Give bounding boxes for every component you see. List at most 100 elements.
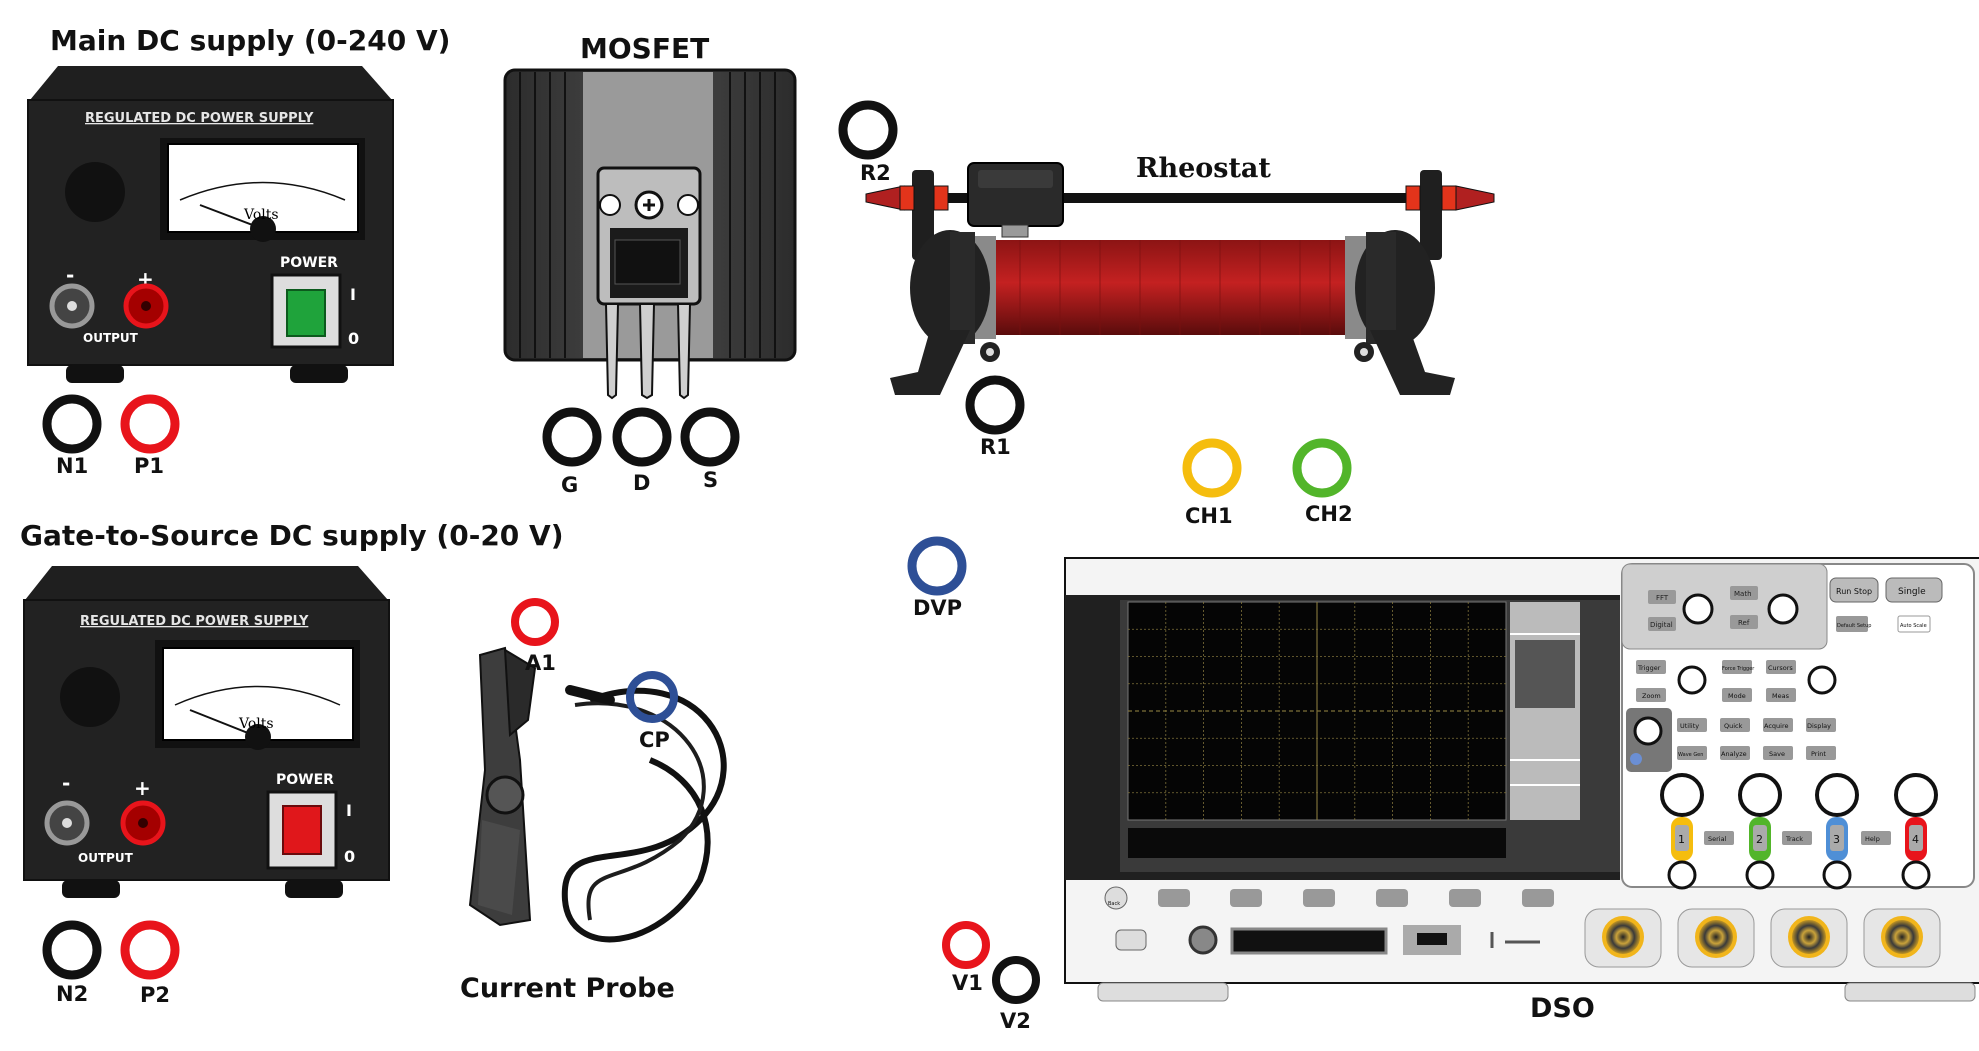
vertical-scale-knob-ch2[interactable] <box>1738 773 1782 817</box>
channel-number-ch4: 4 <box>1912 833 1919 846</box>
voltage-knob[interactable] <box>60 667 120 727</box>
softkeys: Back <box>1104 886 1554 910</box>
mode-button[interactable] <box>1722 688 1752 702</box>
help-label: Help <box>1865 835 1880 843</box>
digital-button[interactable] <box>1648 617 1676 631</box>
svg-text:P1: P1 <box>134 454 164 478</box>
math-button[interactable] <box>1730 586 1758 600</box>
bnc-input-ch4[interactable] <box>1881 916 1923 958</box>
terminal-V2[interactable]: V2 <box>992 956 1040 1033</box>
svg-text:R2: R2 <box>860 161 891 185</box>
back-button[interactable] <box>1104 886 1128 910</box>
softkey-4[interactable] <box>1376 889 1408 907</box>
svg-text:Meas: Meas <box>1772 692 1790 700</box>
cursors-button[interactable] <box>1766 660 1796 674</box>
vertical-position-knob-ch1[interactable] <box>1667 860 1697 890</box>
terminal-CP[interactable]: CP <box>626 671 678 752</box>
acquire-button[interactable] <box>1763 718 1793 732</box>
svg-text:Ref: Ref <box>1738 619 1750 627</box>
voltage-knob[interactable] <box>65 162 125 222</box>
terminal-R1[interactable]: R1 <box>965 375 1025 459</box>
terminal-S[interactable]: S <box>680 407 740 492</box>
terminal-P1[interactable]: P1 <box>120 394 180 478</box>
dso-title: DSO <box>1530 993 1595 1024</box>
default-setup-button[interactable] <box>1836 616 1868 632</box>
zoom-button[interactable] <box>1636 688 1666 702</box>
quick-button[interactable] <box>1720 718 1750 732</box>
vertical-position-knob-ch2[interactable] <box>1745 860 1775 890</box>
svg-text:R1: R1 <box>980 435 1011 459</box>
terminal-D[interactable]: D <box>612 407 672 495</box>
terminal-CH2[interactable]: CH2 <box>1292 438 1353 526</box>
vertical-scale-knob-ch1[interactable] <box>1660 773 1704 817</box>
softkey-5[interactable] <box>1449 889 1481 907</box>
bnc-input-ch3[interactable] <box>1788 916 1830 958</box>
gate-supply-title: Gate-to-Source DC supply (0-20 V) <box>20 519 564 552</box>
trigger-level-knob[interactable] <box>1677 665 1707 695</box>
wave-gen-button[interactable] <box>1677 746 1707 760</box>
svg-text:Auto Scale: Auto Scale <box>1900 623 1927 629</box>
utility-button[interactable] <box>1677 718 1707 732</box>
force-trigger-button[interactable] <box>1722 660 1752 674</box>
save-button[interactable] <box>1763 746 1793 760</box>
help-button[interactable] <box>1861 831 1891 845</box>
svg-text:N1: N1 <box>56 454 88 478</box>
auto-scale-button[interactable] <box>1897 615 1931 633</box>
ref-button[interactable] <box>1730 615 1758 629</box>
vertical-position-knob-ch3[interactable] <box>1822 860 1852 890</box>
single-button[interactable] <box>1885 577 1943 603</box>
terminal-N2[interactable]: N2 <box>42 920 102 1006</box>
svg-text:Print: Print <box>1811 750 1826 758</box>
vertical-scale-knob-ch3[interactable] <box>1815 773 1859 817</box>
switch-on-label: I <box>350 285 356 304</box>
terminal-R2[interactable]: R2 <box>838 100 898 185</box>
print-button[interactable] <box>1806 746 1836 760</box>
svg-text:CP: CP <box>639 728 670 752</box>
power-label: POWER <box>276 772 334 788</box>
svg-text:G: G <box>561 473 578 497</box>
entry-knob[interactable] <box>1633 716 1663 746</box>
power-button[interactable] <box>1115 929 1147 951</box>
terminal-G[interactable]: G <box>542 407 602 497</box>
softkey-1[interactable] <box>1158 889 1190 907</box>
analyze-button[interactable] <box>1720 746 1750 760</box>
meas-button[interactable] <box>1766 688 1796 702</box>
softkey-3[interactable] <box>1303 889 1335 907</box>
softkey-2[interactable] <box>1230 889 1262 907</box>
softkey-6[interactable] <box>1522 889 1554 907</box>
math-knob[interactable] <box>1682 593 1714 625</box>
ext-trigger-bnc[interactable] <box>1188 925 1218 955</box>
power-switch-on[interactable] <box>286 289 326 337</box>
svg-text:P2: P2 <box>140 983 170 1007</box>
bnc-input-ch2[interactable] <box>1695 916 1737 958</box>
svg-text:Wave Gen: Wave Gen <box>1678 752 1703 758</box>
channel-number-ch1: 1 <box>1678 833 1685 846</box>
channel-number-ch3: 3 <box>1833 833 1840 846</box>
bnc-input-ch1[interactable] <box>1602 916 1644 958</box>
trigger-button[interactable] <box>1636 660 1666 674</box>
main-dc-supply: REGULATED DC POWER SUPPLY Volts - + OUTP… <box>27 66 394 383</box>
vertical-scale-knob-ch4[interactable] <box>1894 773 1938 817</box>
terminal-DVP[interactable]: DVP <box>907 536 967 620</box>
current-probe-title: Current Probe <box>460 973 675 1004</box>
track-button[interactable] <box>1782 831 1812 845</box>
terminal-V1[interactable]: V1 <box>942 921 990 995</box>
terminal-N1[interactable]: N1 <box>42 394 102 478</box>
terminal-CH1[interactable]: CH1 <box>1182 438 1242 528</box>
svg-text:DVP: DVP <box>913 596 962 620</box>
channel-number-ch2: 2 <box>1756 833 1763 846</box>
serial-button[interactable] <box>1704 831 1734 845</box>
vertical-position-knob-ch4[interactable] <box>1901 860 1931 890</box>
fft-button[interactable] <box>1648 590 1676 604</box>
svg-text:Force Trigger: Force Trigger <box>1722 666 1755 672</box>
meter-unit-label: Volts <box>243 207 279 223</box>
cursors-knob[interactable] <box>1807 665 1837 695</box>
run-stop-button[interactable] <box>1829 577 1879 603</box>
switch-on-label: I <box>346 801 352 820</box>
power-switch-off[interactable] <box>282 805 322 855</box>
terminal-A1[interactable]: A1 <box>511 598 559 675</box>
ref-knob[interactable] <box>1767 593 1799 625</box>
terminal-P2[interactable]: P2 <box>120 920 180 1007</box>
display-button[interactable] <box>1806 718 1836 732</box>
